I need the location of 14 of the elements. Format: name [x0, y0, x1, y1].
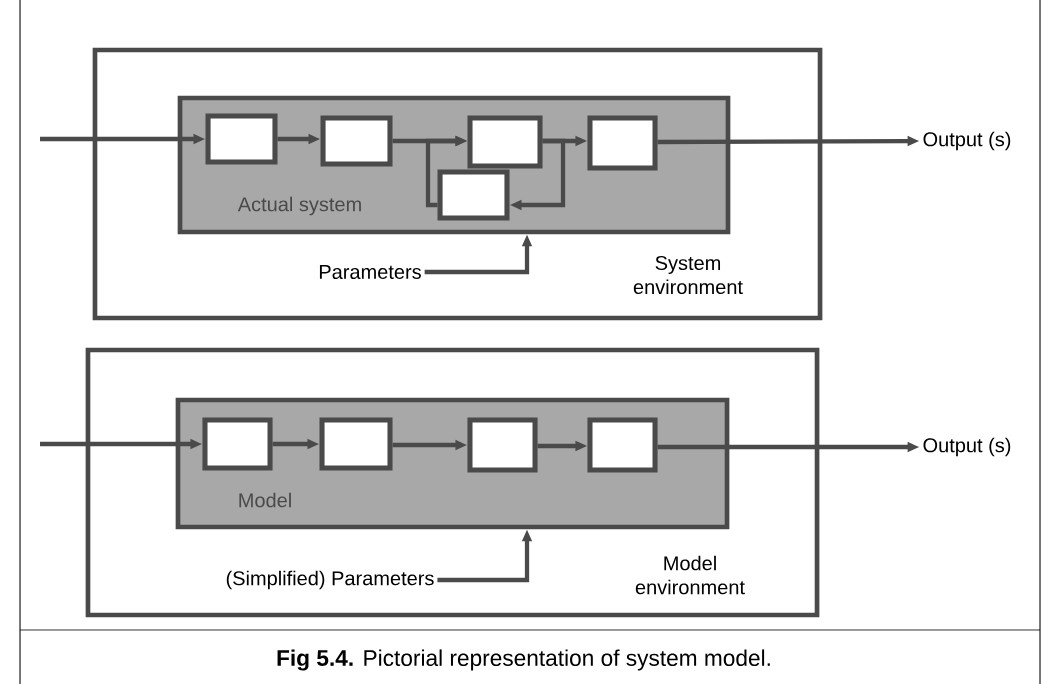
output-label: Output (s) — [923, 131, 1011, 151]
block-box — [202, 417, 273, 471]
parameter-label: Parameters — [319, 265, 421, 279]
block-box — [437, 169, 510, 221]
block-box — [587, 417, 658, 473]
block-box — [319, 417, 393, 471]
output-label: Output (s) — [923, 437, 1011, 457]
block-box — [205, 113, 278, 165]
figure-caption: Fig 5.4. Pictorial representation of system model. — [277, 649, 770, 671]
block-box — [587, 115, 658, 171]
block-box — [467, 115, 543, 169]
block-box — [320, 115, 393, 167]
block-box — [467, 417, 538, 473]
parameter-label: (Simplified) Parameters — [226, 570, 434, 590]
